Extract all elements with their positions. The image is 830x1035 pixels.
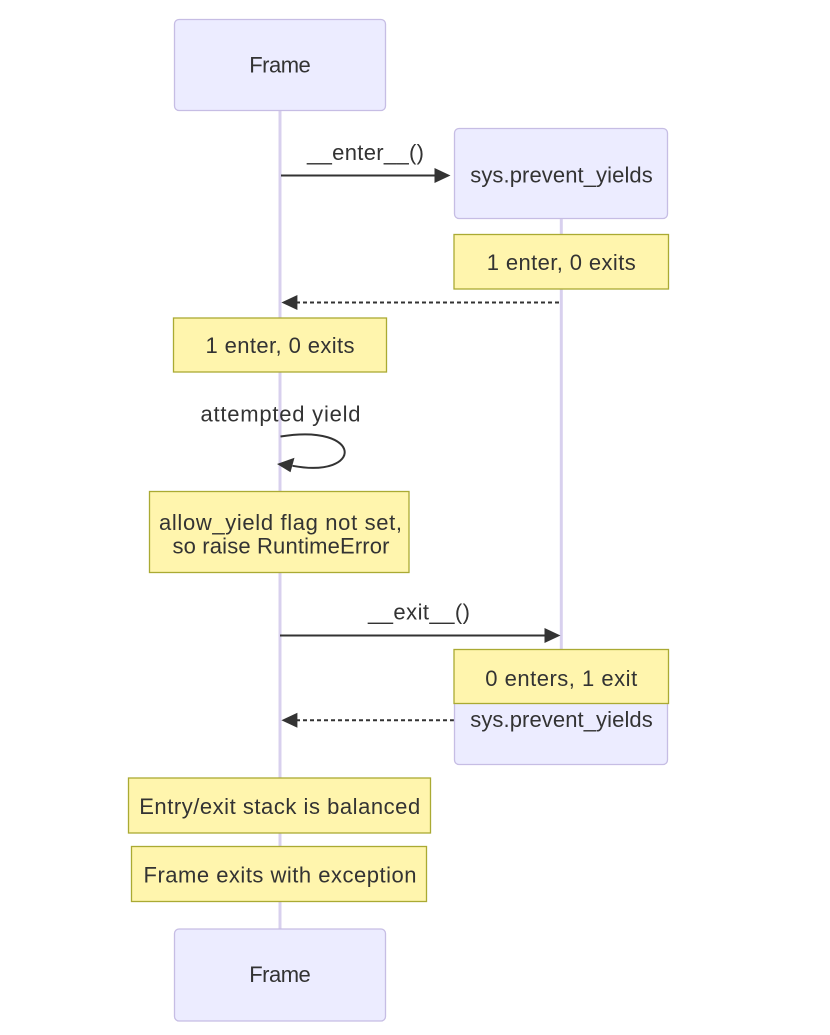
svg-text:allow_yield flag not set,: allow_yield flag not set, xyxy=(159,510,402,535)
svg-text:__exit__(): __exit__() xyxy=(367,600,470,625)
svg-text:so raise RuntimeError: so raise RuntimeError xyxy=(173,534,390,559)
svg-text:attempted yield: attempted yield xyxy=(201,402,361,427)
svg-text:Frame: Frame xyxy=(249,53,311,78)
svg-text:1 enter, 0 exits: 1 enter, 0 exits xyxy=(206,333,355,358)
svg-text:Entry/exit stack is balanced: Entry/exit stack is balanced xyxy=(139,794,420,819)
svg-text:Frame: Frame xyxy=(249,962,311,987)
svg-text:sys.prevent_yields: sys.prevent_yields xyxy=(470,163,653,188)
svg-text:Frame exits with exception: Frame exits with exception xyxy=(144,863,417,888)
svg-text:sys.prevent_yields: sys.prevent_yields xyxy=(470,707,653,732)
svg-text:1 enter, 0 exits: 1 enter, 0 exits xyxy=(487,250,636,275)
svg-text:0 enters, 1 exit: 0 enters, 1 exit xyxy=(485,666,637,691)
svg-text:__enter__(): __enter__() xyxy=(306,140,424,165)
